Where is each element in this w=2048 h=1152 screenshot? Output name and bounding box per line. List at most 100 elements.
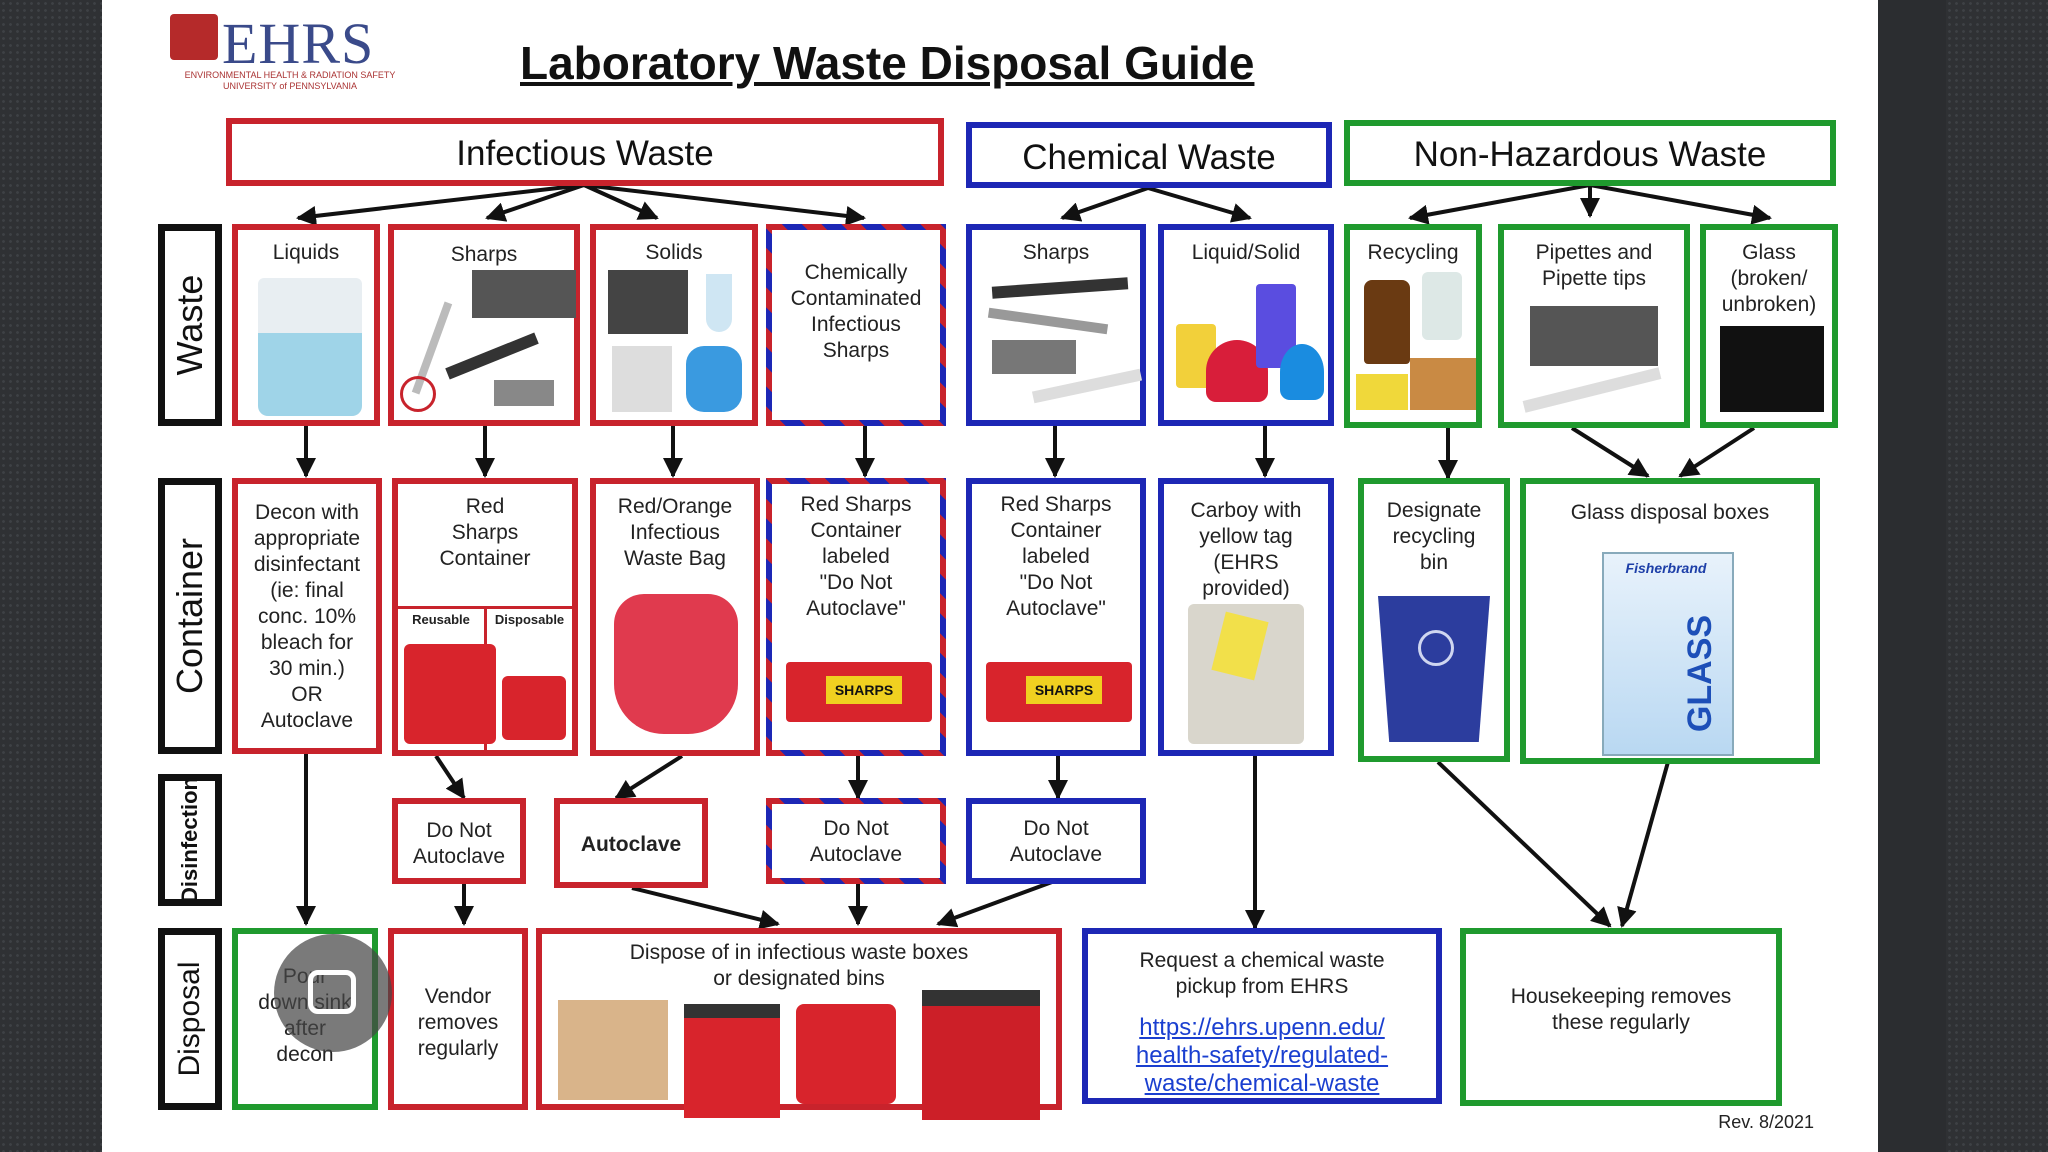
row-label-waste-text: Waste	[169, 274, 210, 376]
container-labeled-1-label: Red Sharps Container labeled "Do Not Aut…	[800, 493, 912, 620]
pipette-image	[1522, 367, 1662, 413]
container-recycling-bin: Designate recycling bin	[1358, 478, 1510, 762]
container-red-sharps-label: Red Sharps Container	[439, 495, 531, 570]
bottle-image	[612, 346, 672, 412]
disinfection-do-not-1-label: Do Not Autoclave	[412, 819, 506, 868]
container-decon: Decon with appropriate disinfectant (ie:…	[232, 478, 382, 754]
waste-sharps-infectious-label: Sharps	[450, 243, 518, 266]
row-label-waste: Waste	[158, 224, 222, 426]
pipette-tips-image	[1530, 306, 1658, 366]
disinfection-do-not-2-label: Do Not Autoclave	[809, 817, 903, 866]
waste-glass: Glass (broken/ unbroken)	[1700, 224, 1838, 428]
chem-waste-link-text[interactable]: https://ehrs.upenn.edu/ health-safety/re…	[1135, 1014, 1389, 1097]
tube-image	[706, 274, 732, 332]
glove-image	[686, 346, 742, 412]
row-label-container: Container	[158, 478, 222, 754]
disposable-label: Disposable	[494, 612, 565, 627]
waste-chem-contaminated-sharps: Chemically Contaminated Infectious Sharp…	[766, 224, 946, 426]
chemical-waste-header: Chemical Waste	[966, 122, 1332, 188]
waste-pipettes: Pipettes and Pipette tips	[1498, 224, 1690, 428]
biohazard-icon	[400, 376, 436, 412]
container-carboy: Carboy with yellow tag (EHRS provided)	[1158, 478, 1334, 756]
row-label-disinfection: Disinfection	[158, 774, 222, 906]
logo-text: EHRS	[222, 11, 375, 76]
disposal-housekeeping-label: Housekeeping removes these regularly	[1510, 985, 1732, 1034]
infectious-waste-header: Infectious Waste	[226, 118, 944, 186]
waste-chem-contaminated-label: Chemically Contaminated Infectious Sharp…	[790, 261, 922, 362]
container-recycling-bin-label: Designate recycling bin	[1386, 499, 1482, 574]
disposal-vendor: Vendor removes regularly	[388, 928, 528, 1110]
glass-box-image	[1602, 552, 1734, 756]
waste-recycling-label: Recycling	[1367, 241, 1459, 264]
red-wheeled-bin-image	[922, 990, 1040, 1120]
container-red-sharps: Red Sharps Container Reusable Disposable	[392, 478, 578, 756]
waste-solids-label: Solids	[645, 241, 703, 264]
scalpel-image	[445, 332, 539, 380]
disinfection-do-not-autoclave-2: Do Not Autoclave	[766, 798, 946, 884]
container-red-sharps-labeled-1: Red Sharps Container labeled "Do Not Aut…	[766, 478, 946, 756]
infectious-waste-label: Infectious Waste	[456, 134, 714, 173]
right-background	[1946, 0, 2048, 1152]
syringe-image	[987, 307, 1109, 335]
left-background	[0, 0, 102, 1152]
reusable-sharps-image	[404, 644, 496, 744]
sharps-tag: SHARPS	[1026, 676, 1102, 704]
disposal-infectious-boxes: Dispose of in infectious waste boxes or …	[536, 928, 1062, 1120]
flask-image	[258, 278, 362, 416]
glass-box-word: GLASS	[1681, 614, 1720, 733]
recycling-bin-image	[1378, 596, 1490, 742]
page-title: Laboratory Waste Disposal Guide	[520, 37, 1255, 89]
row-label-disposal-text: Disposal	[173, 961, 206, 1077]
glass-bottle-image	[1422, 272, 1462, 340]
waste-pipettes-label: Pipettes and Pipette tips	[1535, 241, 1653, 290]
reusable-label: Reusable	[412, 612, 470, 627]
container-glass-boxes: Glass disposal boxes Fisherbrand GLASS	[1520, 478, 1820, 764]
container-carboy-label: Carboy with yellow tag (EHRS provided)	[1190, 499, 1302, 600]
logo-subtitle: ENVIRONMENTAL HEALTH & RADIATION SAFETY …	[184, 70, 396, 91]
disinfection-do-not-autoclave-3: Do Not Autoclave	[966, 798, 1146, 884]
waste-glass-label: Glass (broken/ unbroken)	[1721, 241, 1817, 316]
waste-liquids: Liquids	[232, 224, 380, 426]
disinfection-do-not-autoclave-1: Do Not Autoclave	[392, 798, 526, 884]
waste-sharps-chemical-label: Sharps	[1022, 241, 1090, 264]
blue-flask-image	[1280, 344, 1324, 400]
chem-waste-link[interactable]: https://ehrs.upenn.edu/ health-safety/re…	[1088, 1014, 1436, 1098]
disinfection-autoclave-label: Autoclave	[580, 833, 682, 856]
red-bag-image	[614, 594, 738, 734]
revision-date: Rev. 8/2021	[1718, 1112, 1814, 1132]
container-labeled-2-label: Red Sharps Container labeled "Do Not Aut…	[1000, 493, 1112, 620]
glass-box-brand: Fisherbrand	[1625, 560, 1707, 576]
broken-glass-image	[1720, 326, 1824, 412]
container-red-sharps-labeled-2: Red Sharps Container labeled "Do Not Aut…	[966, 478, 1146, 756]
disinfection-do-not-3-label: Do Not Autoclave	[1009, 817, 1103, 866]
sharps-tag: SHARPS	[826, 676, 902, 704]
red-round-bin-image	[796, 1004, 896, 1104]
lens-icon[interactable]	[274, 934, 392, 1052]
disposal-housekeeping: Housekeeping removes these regularly	[1460, 928, 1782, 1106]
lens-icon-glyph	[308, 970, 356, 1014]
disposal-chem-request-label: Request a chemical waste pickup from EHR…	[1139, 949, 1385, 998]
guide-page: EHRS ENVIRONMENTAL HEALTH & RADIATION SA…	[102, 0, 1878, 1152]
row-label-container-text: Container	[169, 537, 210, 695]
waste-sharps-chemical: Sharps	[966, 224, 1146, 426]
chemical-waste-label: Chemical Waste	[1022, 138, 1276, 177]
container-decon-label: Decon with appropriate disinfectant (ie:…	[253, 501, 361, 732]
scalpel-image	[991, 277, 1129, 299]
petri-dish-image	[608, 270, 688, 334]
disposal-infectious-boxes-label: Dispose of in infectious waste boxes or …	[629, 941, 969, 990]
waste-liquid-solid-label: Liquid/Solid	[1191, 241, 1301, 264]
waste-recycling: Recycling	[1344, 224, 1482, 428]
container-bag: Red/Orange Infectious Waste Bag	[590, 478, 760, 756]
amber-bottle-image	[1364, 280, 1410, 364]
recycle-icon	[1418, 630, 1454, 666]
container-glass-boxes-label: Glass disposal boxes	[1570, 501, 1770, 524]
nonhaz-waste-header: Non-Hazardous Waste	[1344, 120, 1836, 186]
needles-image	[472, 270, 576, 318]
nonhaz-waste-label: Non-Hazardous Waste	[1413, 135, 1767, 174]
disinfection-autoclave: Autoclave	[554, 798, 708, 888]
disposal-vendor-label: Vendor removes regularly	[417, 985, 499, 1060]
red-square-bin-image	[684, 1004, 780, 1118]
tip-box-image	[1356, 374, 1408, 410]
disposal-chem-request: Request a chemical waste pickup from EHR…	[1082, 928, 1442, 1104]
container-bag-label: Red/Orange Infectious Waste Bag	[617, 495, 733, 570]
